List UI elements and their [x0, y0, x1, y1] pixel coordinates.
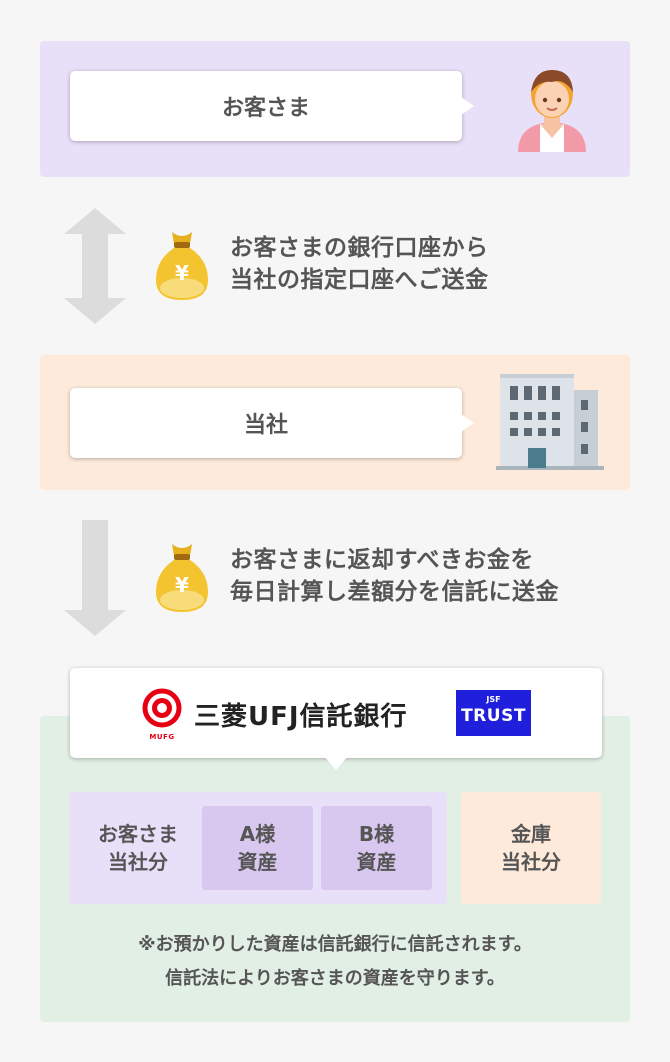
customer-label: お客さま [221, 96, 310, 121]
flow1-line1: お客さまの銀行口座から [230, 235, 489, 261]
customer-share-line1: お客さま [98, 822, 178, 846]
asset-b-line2: 資産 [356, 850, 397, 874]
person-icon [518, 70, 586, 152]
money-bag-icon: ¥ [156, 544, 208, 612]
double-arrow-icon [64, 208, 126, 324]
customer-share-label: お客さま 当社分 [82, 806, 194, 890]
svg-text:¥: ¥ [175, 573, 189, 597]
asset-b-line1: B様 [358, 822, 395, 846]
bank-card-tail [324, 756, 348, 770]
company-card-tail [461, 414, 474, 432]
asset-b-box: B様 資産 [321, 806, 432, 890]
building-icon [496, 374, 604, 470]
flow2-text: お客さまに返却すべきお金を 毎日計算し差額分を信託に送金 [230, 544, 559, 608]
money-bag-icon: ¥ [156, 232, 208, 300]
vault-box: 金庫 当社分 [461, 792, 601, 904]
trust-note-line2: 信託法によりお客さまの資産を守ります。 [165, 968, 505, 989]
mufg-logo [142, 688, 182, 728]
jsf-logo-main: TRUST [461, 706, 526, 726]
flow1-line2: 当社の指定口座へご送金 [230, 267, 489, 293]
jsf-logo-top: JSF [486, 695, 501, 704]
customer-card-tail [461, 97, 474, 115]
flow1-text: お客さまの銀行口座から 当社の指定口座へご送金 [230, 232, 489, 296]
customer-share-line2: 当社分 [108, 850, 168, 874]
vault-line1: 金庫 [511, 822, 551, 846]
customer-card: お客さま [70, 71, 462, 141]
down-arrow-icon [64, 520, 126, 636]
flow2-line2: 毎日計算し差額分を信託に送金 [230, 579, 559, 605]
mufg-logo-text: MUFG [149, 733, 175, 741]
company-label: 当社 [243, 413, 288, 438]
asset-a-line1: A様 [239, 822, 276, 846]
flow2-line1: お客さまに返却すべきお金を [230, 547, 534, 573]
asset-a-line2: 資産 [237, 850, 278, 874]
jsf-trust-logo: JSF TRUST [456, 690, 531, 736]
svg-text:¥: ¥ [175, 261, 189, 285]
bank-name: 三菱UFJ信託銀行 [194, 702, 408, 732]
vault-line2: 当社分 [501, 850, 561, 874]
trust-note-line1: ※お預かりした資産は信託銀行に信託されます。 [138, 934, 532, 955]
asset-a-box: A様 資産 [202, 806, 313, 890]
trust-note: ※お預かりした資産は信託銀行に信託されます。 信託法によりお客さまの資産を守りま… [40, 928, 630, 996]
company-card: 当社 [70, 388, 462, 458]
